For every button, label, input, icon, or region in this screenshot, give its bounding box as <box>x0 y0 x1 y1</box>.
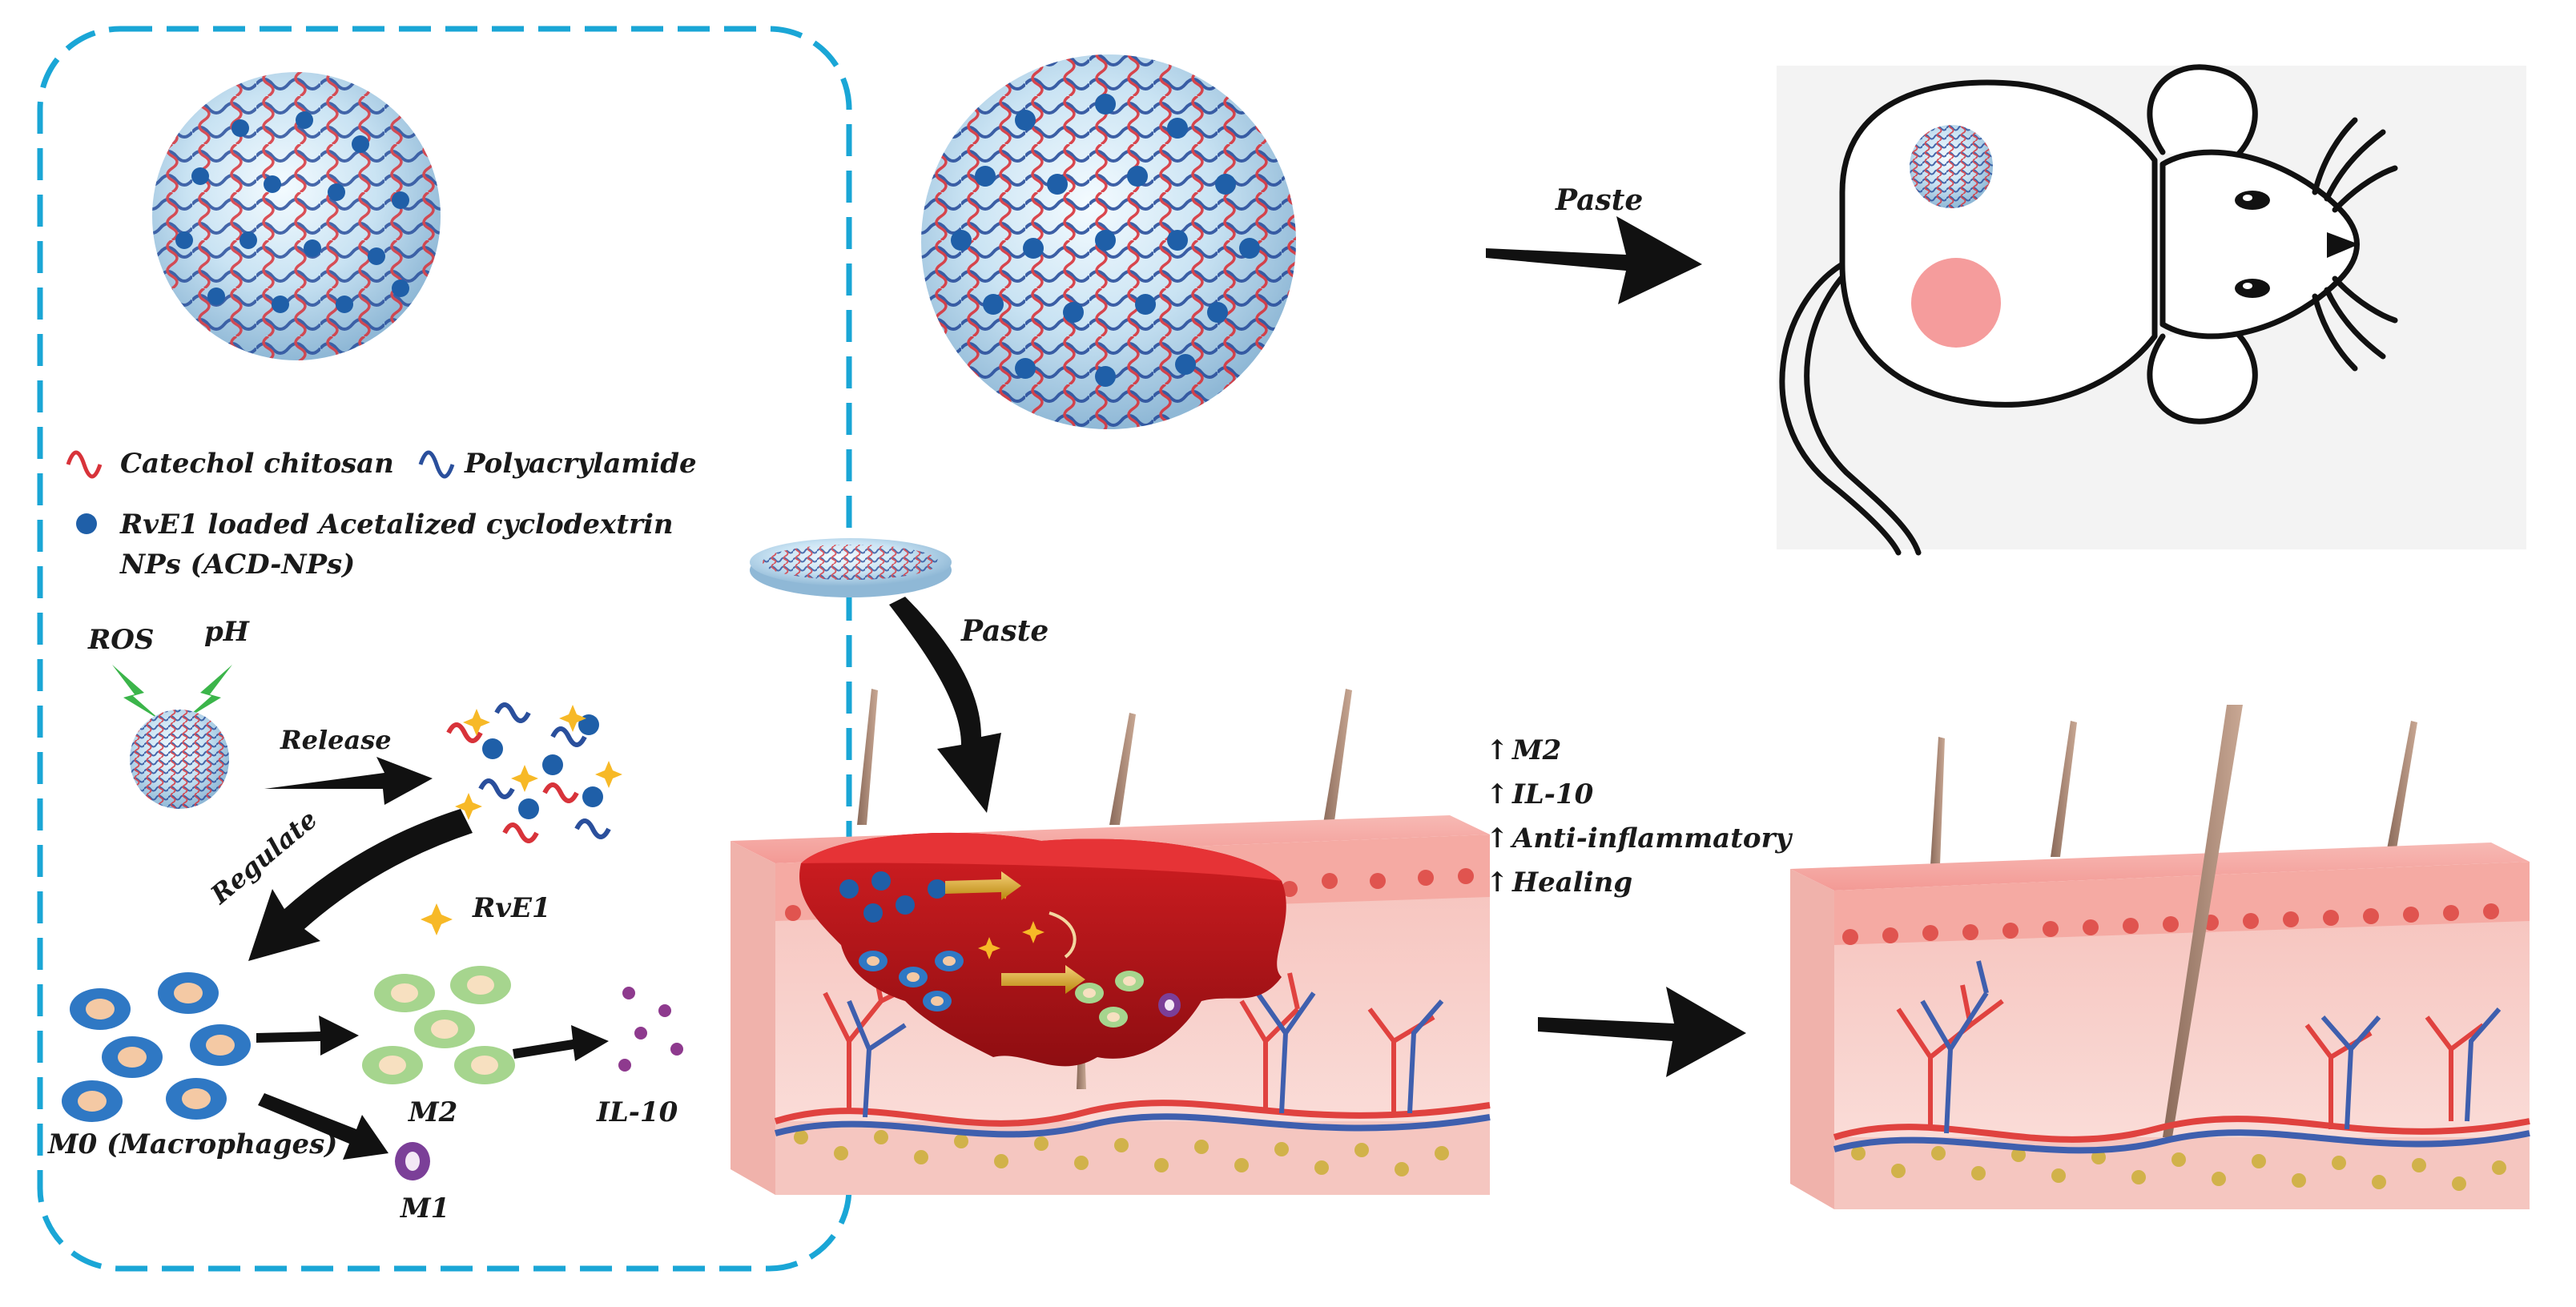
rve1-star-icon <box>421 903 453 935</box>
m2-to-il10-arrow <box>513 1025 609 1061</box>
paste-arrow-top <box>1486 216 1702 304</box>
hydrogel-disc <box>750 538 952 597</box>
label-paste-top: Paste <box>1555 183 1643 217</box>
wound-gold-arrow-1 <box>945 871 1021 900</box>
label-release: Release <box>280 725 392 755</box>
label-paste-middle: Paste <box>960 614 1049 648</box>
effect-m2: M2 <box>1511 734 1561 766</box>
hydrogel-sphere-panel <box>152 72 441 360</box>
nanoparticle-dots-panel <box>175 111 409 313</box>
release-arrow <box>264 757 433 805</box>
mouse-hydrogel-patch <box>1910 125 1993 208</box>
effect-arrow-2: ↑ <box>1486 778 1509 810</box>
wound <box>799 832 1286 1067</box>
hydrogel-sphere-large <box>921 54 1296 429</box>
m0-to-m2-arrow <box>256 1015 359 1056</box>
ph-lightning-icon <box>184 665 232 720</box>
m1-cell <box>395 1142 430 1180</box>
mouse-eye-top <box>2235 191 2270 210</box>
chitosan-wave-icon <box>66 450 103 479</box>
label-polyacrylamide: Polyacrylamide <box>464 448 697 480</box>
wound-curved-arrow <box>1049 911 1077 959</box>
nanoparticle-icon <box>76 513 97 534</box>
label-m0: M0 (Macrophages) <box>47 1128 337 1160</box>
label-il10: IL-10 <box>596 1096 678 1128</box>
label-nps-line1: RvE1 loaded Acetalized cyclodextrin <box>119 509 674 541</box>
effects-list: ↑ M2 ↑ IL-10 ↑ Anti-inflammatory ↑ Heali… <box>1486 734 1793 899</box>
regulate-arrow <box>248 809 473 961</box>
m0-to-m1-arrow <box>258 1093 388 1160</box>
mouse-nose <box>2327 232 2359 258</box>
mouse-eye-bottom <box>2235 279 2270 298</box>
hydrogel-sphere-small <box>130 710 229 809</box>
effect-arrow-4: ↑ <box>1486 867 1509 899</box>
mouse-wound-spot <box>1911 258 2001 348</box>
released-contents <box>446 702 622 843</box>
wound-gold-arrow-2 <box>1001 965 1085 994</box>
label-nps-line2: NPs (ACD-NPs) <box>119 549 355 581</box>
label-rve1: RvE1 <box>472 892 551 924</box>
legend-chitosan: Catechol chitosan <box>66 448 394 480</box>
healed-skin-block <box>1790 705 2530 1209</box>
effect-healing: Healing <box>1511 867 1632 899</box>
paste-arrow-middle <box>889 597 1001 813</box>
ros-lightning-icon <box>112 665 160 720</box>
m2-cells <box>362 966 515 1084</box>
label-m2: M2 <box>408 1096 457 1128</box>
label-m1: M1 <box>400 1192 449 1225</box>
label-ph: pH <box>204 616 251 648</box>
effect-arrow-3: ↑ <box>1486 822 1509 855</box>
legend-nanoparticles: RvE1 loaded Acetalized cyclodextrin NPs … <box>76 509 674 581</box>
il10-dots <box>618 987 683 1072</box>
mechanism-panel-border <box>37 26 852 1272</box>
effect-il10: IL-10 <box>1511 778 1594 810</box>
mouse-face <box>2235 191 2359 298</box>
polyacrylamide-wave-icon <box>418 450 455 479</box>
label-ros: ROS <box>87 624 154 656</box>
m0-macrophages <box>62 972 251 1122</box>
effect-anti-inflammatory: Anti-inflammatory <box>1510 822 1793 855</box>
healing-arrow <box>1538 987 1746 1077</box>
legend-polyacrylamide: Polyacrylamide <box>418 448 697 480</box>
effect-arrow-1: ↑ <box>1486 734 1509 766</box>
label-catechol-chitosan: Catechol chitosan <box>120 448 394 480</box>
